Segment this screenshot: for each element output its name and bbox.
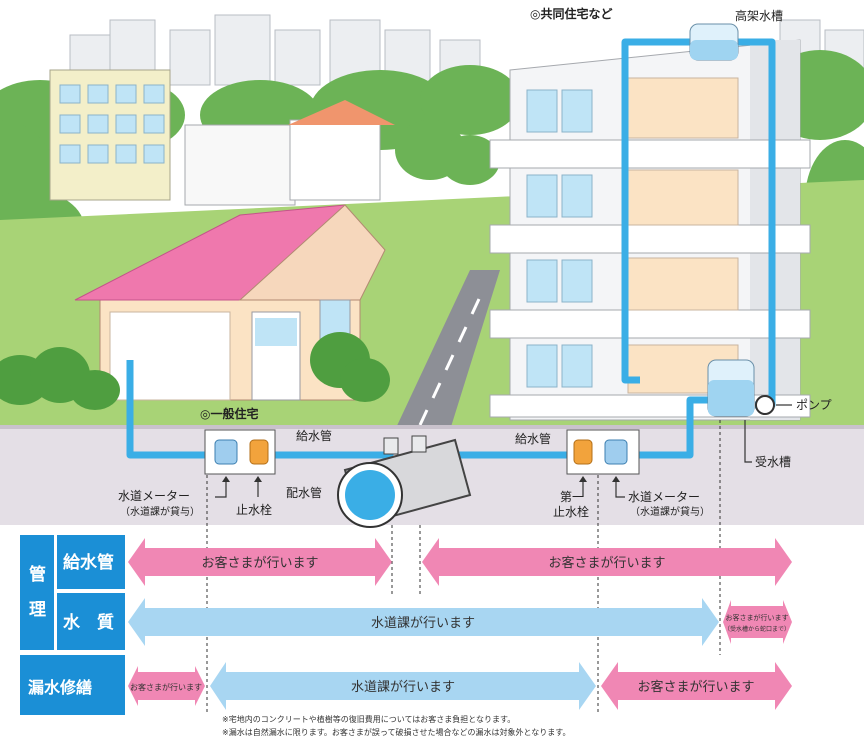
back-apartment [49, 69, 395, 206]
supply-pipe-right-label: 給水管 [515, 431, 551, 446]
meter-right-label: 水道メーター [628, 490, 700, 504]
apartment-title: ◎共同住宅など [530, 6, 612, 21]
kanri-char-1: 管 [29, 564, 46, 585]
stopcock-left-label: 止水栓 [236, 502, 272, 517]
svg-text:お客さまが行います: お客さまが行います [201, 555, 318, 571]
apartment-building [489, 39, 811, 421]
svg-text:お客さまが行います: お客さまが行います [726, 613, 789, 622]
svg-text:お客さまが行います: お客さまが行います [130, 682, 202, 692]
meter-left-label: 水道メーター [118, 489, 190, 503]
svg-text:お客さまが行います: お客さまが行います [637, 679, 754, 695]
meter-left-sub: （水道課が貸与） [120, 505, 200, 518]
supply-right-arrow: お客さまが行います [422, 538, 792, 586]
elevated-tank-shape [689, 23, 739, 61]
svg-text:（受水槽から蛇口まで）: （受水槽から蛇口まで） [724, 625, 790, 633]
quality-main-arrow: 水道課が行います [128, 598, 719, 646]
kanri-char-2: 理 [29, 600, 46, 620]
supply-left-arrow: お客さまが行います [128, 538, 392, 586]
receiving-tank-shape [707, 359, 775, 417]
svg-text:水道課が行います: 水道課が行います [371, 615, 475, 631]
leak-mid-arrow: 水道課が行います [210, 662, 596, 710]
house-title: ◎一般住宅 [200, 406, 258, 421]
house [74, 204, 386, 401]
svg-text:水道課が行います: 水道課が行います [351, 679, 455, 695]
table-headers: 管 理 給水管 水 質 漏水修繕 [20, 535, 125, 715]
svg-text:お客さまが行います: お客さまが行います [548, 555, 665, 571]
meter-right-sub: （水道課が貸与） [630, 505, 710, 518]
meter-box-right [566, 429, 640, 475]
row-quality-header: 水 質 [63, 612, 114, 633]
leak-right-arrow: お客さまが行います [601, 662, 792, 710]
note-1: ※宅地内のコンクリートや植樹等の復旧費用についてはお客さま負担となります。 [222, 714, 515, 724]
first-stopcock-label-2: 止水栓 [553, 504, 589, 519]
leak-left-arrow: お客さまが行います [128, 666, 205, 706]
row-supply-header: 給水管 [63, 552, 114, 573]
quality-right-arrow: お客さまが行います （受水槽から蛇口まで） [723, 600, 792, 644]
note-2: ※漏水は自然漏水に限ります。お客さまが誤って破損させた場合などの漏水は対象外とな… [222, 727, 570, 737]
receiving-tank-label: 受水槽 [755, 455, 791, 469]
main-pipe [337, 435, 472, 528]
bushes [0, 332, 390, 410]
supply-pipe-left-label: 給水管 [296, 428, 332, 443]
first-stopcock-label-1: 第一 [560, 490, 584, 504]
meter-box-left [204, 429, 276, 475]
elevated-tank-label: 高架水槽 [735, 8, 783, 23]
main-pipe-label: 配水管 [286, 485, 322, 500]
pump-label: ポンプ [796, 398, 832, 412]
row-leak-header: 漏水修繕 [28, 678, 92, 697]
